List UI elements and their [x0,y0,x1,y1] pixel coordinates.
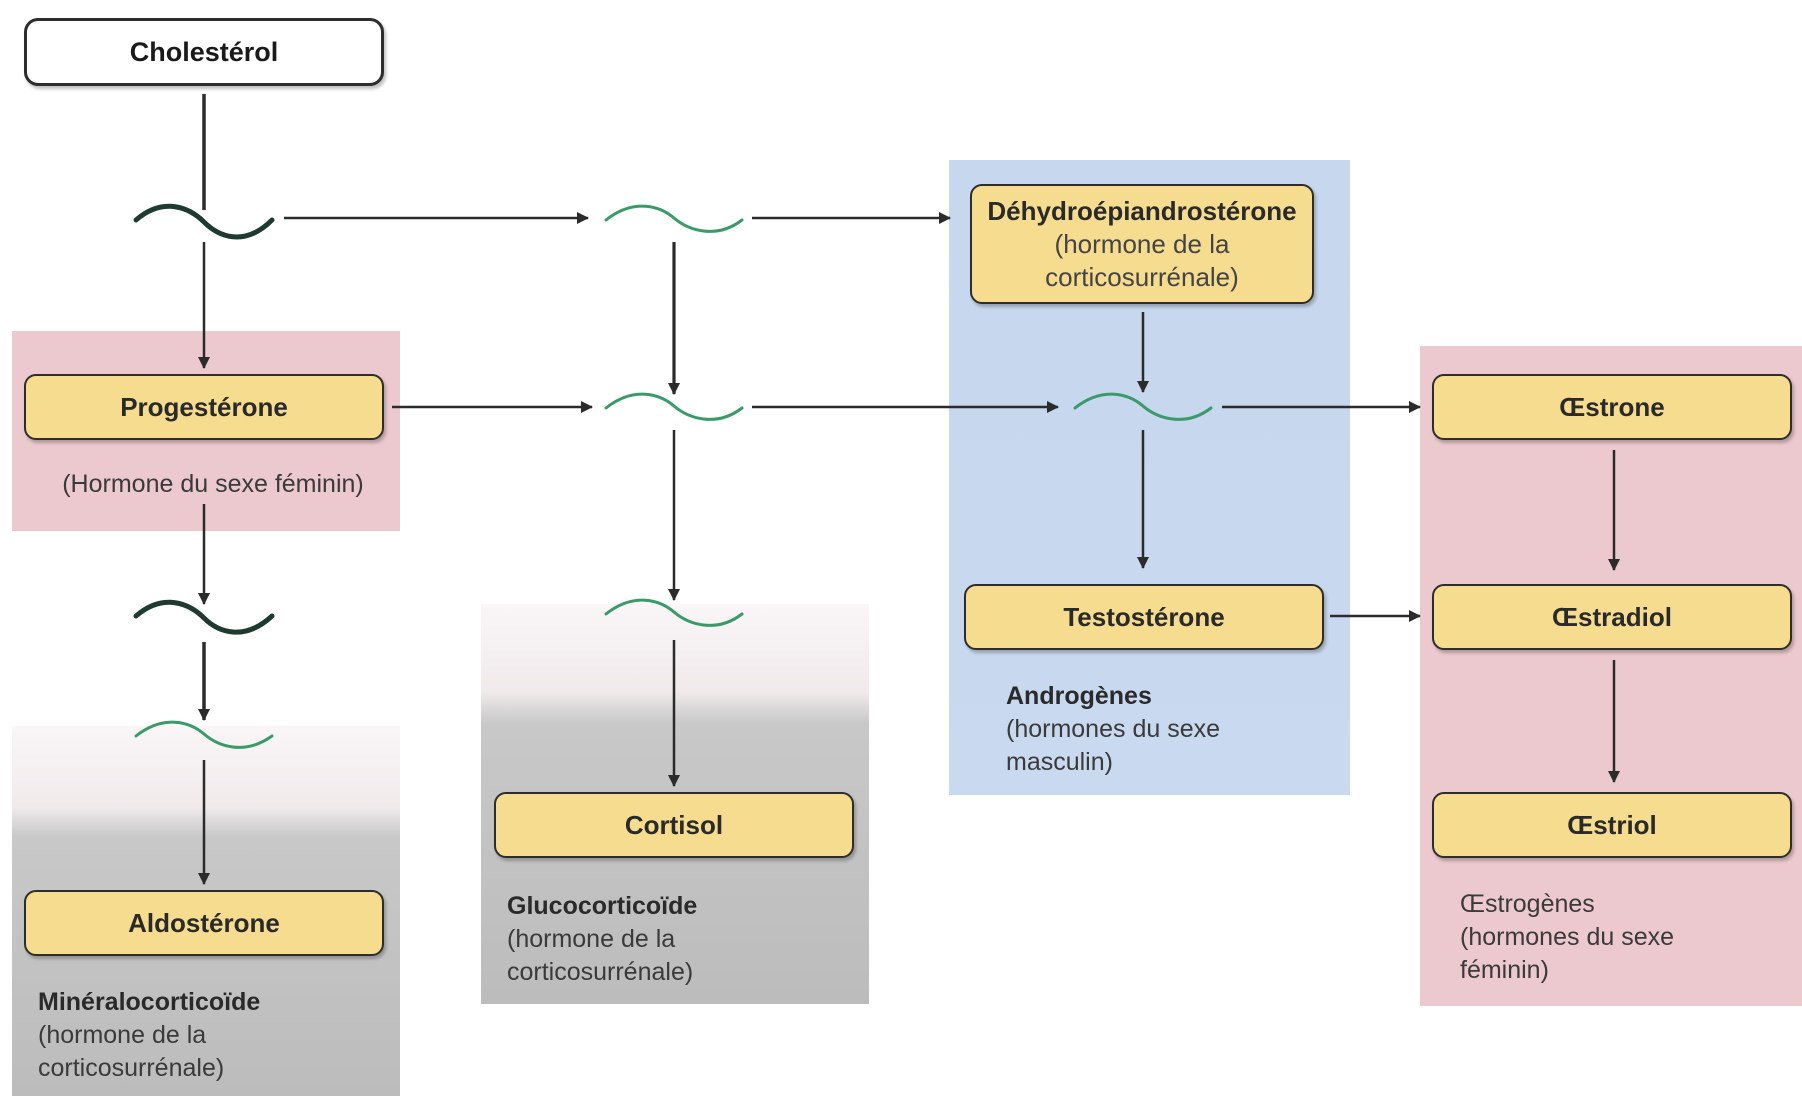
enzyme-symbol [604,598,744,627]
testosterone-node: Testostérone [964,584,1324,650]
estrone-node: Œstrone [1432,374,1792,440]
dhea-node: Déhydroépiandrostérone (hormone de la co… [970,184,1314,304]
aldosterone-node: Aldostérone [24,890,384,956]
enzyme-symbol [1073,392,1213,421]
estrogens-line1: (hormones du sexe [1460,923,1675,951]
enzyme-symbol [134,720,274,749]
mineralocorticoid-title: Minéralocorticoïde [38,988,261,1016]
estradiol-node: Œstradiol [1432,584,1792,650]
androgens-label: Androgènes (hormones du sexe masculin) [1006,680,1326,779]
estrogens-title: Œstrogènes [1460,890,1595,918]
glucocorticoid-line2: corticosurrénale) [507,958,694,986]
dhea-line1: (hormone de la [1054,228,1230,259]
estriol-node: Œstriol [1432,792,1792,858]
androgens-line2: masculin) [1006,748,1113,776]
glucocorticoid-title: Glucocorticoïde [507,892,698,920]
dhea-line2: corticosurrénale) [1045,261,1239,292]
androgens-line1: (hormones du sexe [1006,715,1221,743]
androgens-title: Androgènes [1006,682,1152,710]
mineralocorticoid-line2: corticosurrénale) [38,1054,225,1082]
progesterone-note: (Hormone du sexe féminin) [62,470,364,498]
estrogens-line2: féminin) [1460,956,1549,984]
glucocorticoid-label: Glucocorticoïde (hormone de la corticosu… [507,890,847,989]
estrogens-label: Œstrogènes (hormones du sexe féminin) [1460,888,1780,987]
progesterone-node: Progestérone [24,374,384,440]
cortisol-node: Cortisol [494,792,854,858]
enzyme-symbol [133,203,275,240]
estrogens-panel [1420,346,1802,1006]
enzyme-symbol [604,204,744,233]
cholesterol-node: Cholestérol [24,18,384,86]
glucocorticoid-line1: (hormone de la [507,925,676,953]
dhea-title: Déhydroépiandrostérone [987,195,1297,226]
enzyme-symbol [133,599,275,635]
mineralocorticoid-label: Minéralocorticoïde (hormone de la cortic… [38,986,378,1085]
enzyme-symbol [604,392,744,421]
mineralocorticoid-line1: (hormone de la [38,1021,207,1049]
